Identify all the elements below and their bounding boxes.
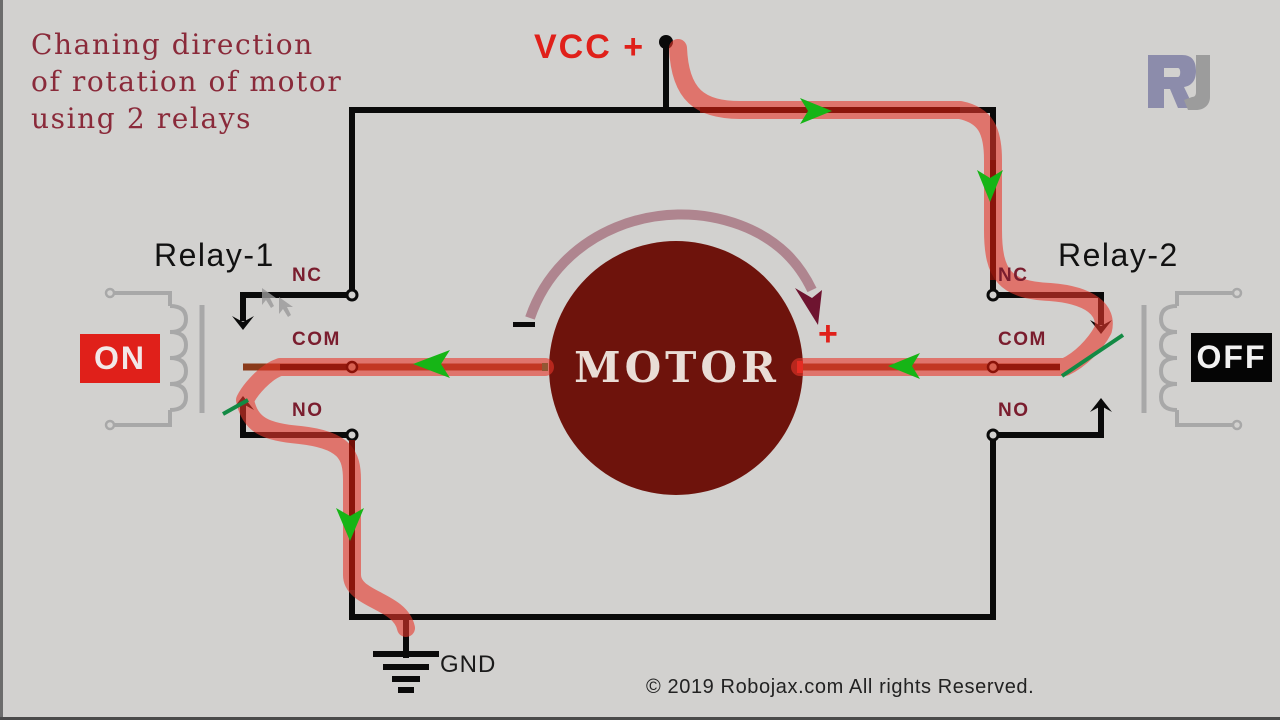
- relay1-coil: [113, 291, 205, 427]
- ground-symbol: [373, 651, 439, 693]
- relay2-nc-label: NC: [998, 265, 1029, 286]
- relay2-no-label: NO: [998, 400, 1030, 421]
- relay2-no-arrowhead: [1090, 398, 1112, 412]
- relay1-no-label: NO: [292, 400, 324, 421]
- relay2-com-terminal: [986, 360, 1000, 374]
- logo-j-icon: [1184, 55, 1210, 110]
- relay2-title: Relay-2: [1058, 237, 1179, 273]
- coil-winding-icon: [169, 304, 189, 412]
- logo-r-icon: [1148, 55, 1196, 108]
- relay2-no-terminal: [986, 428, 1000, 442]
- current-path-motor-to-gnd: [236, 358, 554, 637]
- ground-bar-1: [373, 651, 439, 657]
- arrow-down-icon: [977, 170, 1003, 202]
- relay1-state-badge: ON: [80, 334, 160, 383]
- arrow-down-icon: [336, 508, 364, 541]
- relay2-coil-terminal-bottom: [1231, 419, 1243, 431]
- copyright-notice: © 2019 Robojax.com All rights Reserved.: [646, 676, 1035, 698]
- relay2-coil-terminal-top: [1231, 287, 1243, 299]
- gnd-label: GND: [440, 651, 497, 678]
- relay1-nc-label: NC: [292, 265, 323, 286]
- relay1-nc-terminal: [345, 288, 359, 302]
- frame-bottom-edge: [0, 717, 1280, 720]
- rotation-arrowhead: [795, 288, 822, 325]
- relay2-nc-terminal: [986, 288, 1000, 302]
- arrow-left-icon: [413, 350, 450, 378]
- relay1-armature: [222, 398, 249, 416]
- motor-negative-sign: [513, 322, 535, 327]
- mouse-cursor-icon: [262, 288, 293, 317]
- relay1-title: Relay-1: [154, 237, 275, 273]
- vcc-label: VCC +: [534, 28, 646, 66]
- relay1-nc-contact: [240, 292, 355, 321]
- relay1-coil-terminal-bottom: [104, 419, 116, 431]
- coil-winding-icon: [1158, 304, 1178, 412]
- rotation-arrow-icon: [525, 209, 822, 325]
- current-arrows: [336, 98, 1003, 541]
- diagram-title: Chaning direction of rotation of motor u…: [31, 28, 343, 135]
- relay2-armature: [1060, 333, 1125, 378]
- ground-bar-4: [398, 687, 414, 693]
- robojax-logo: [1148, 55, 1210, 110]
- relay1-com-label: COM: [292, 329, 341, 350]
- motor-label: MOTOR: [574, 343, 780, 392]
- ground-bar-3: [392, 676, 420, 682]
- relay1-nc-arrowhead: [232, 316, 254, 330]
- relay2-com-label: COM: [998, 329, 1047, 350]
- arrow-right-icon: [800, 98, 832, 124]
- relay1-no-terminal: [345, 428, 359, 442]
- frame-left-edge: [0, 0, 3, 720]
- relay2-state-badge: OFF: [1191, 333, 1272, 382]
- relay1-coil-terminal-top: [104, 287, 116, 299]
- relay2-coil: [1141, 291, 1234, 427]
- arrow-left-icon: [888, 353, 920, 379]
- motor-positive-sign: +: [818, 315, 838, 353]
- motor-body: [549, 241, 803, 495]
- relay2-no-contact: [990, 405, 1104, 438]
- relay1-com-terminal: [345, 360, 359, 374]
- ground-bar-2: [383, 664, 429, 670]
